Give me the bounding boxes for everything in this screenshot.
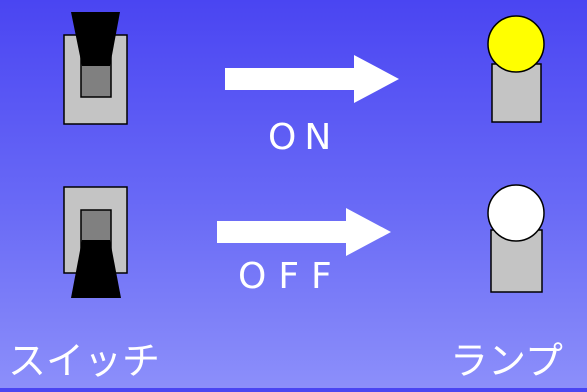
- row-on: [63, 12, 545, 125]
- arrow-off: [217, 208, 391, 256]
- off-label: OFF: [238, 256, 344, 297]
- switch-lever-up: [71, 12, 120, 66]
- arrow-on: [225, 55, 399, 103]
- on-label: ON: [268, 117, 340, 158]
- lamp-base: [491, 63, 542, 123]
- row-off: [63, 184, 545, 298]
- switch-off: [63, 186, 128, 298]
- lamp-bulb-unlit: [487, 184, 545, 242]
- lamp-on: [487, 15, 545, 123]
- lamp-caption: ランプ: [450, 339, 563, 383]
- switch-lever-down: [71, 240, 121, 298]
- lamp-off: [487, 184, 545, 293]
- switch-caption: スイッチ: [8, 339, 161, 383]
- lamp-bulb-lit: [487, 15, 545, 73]
- switch-on: [63, 12, 128, 125]
